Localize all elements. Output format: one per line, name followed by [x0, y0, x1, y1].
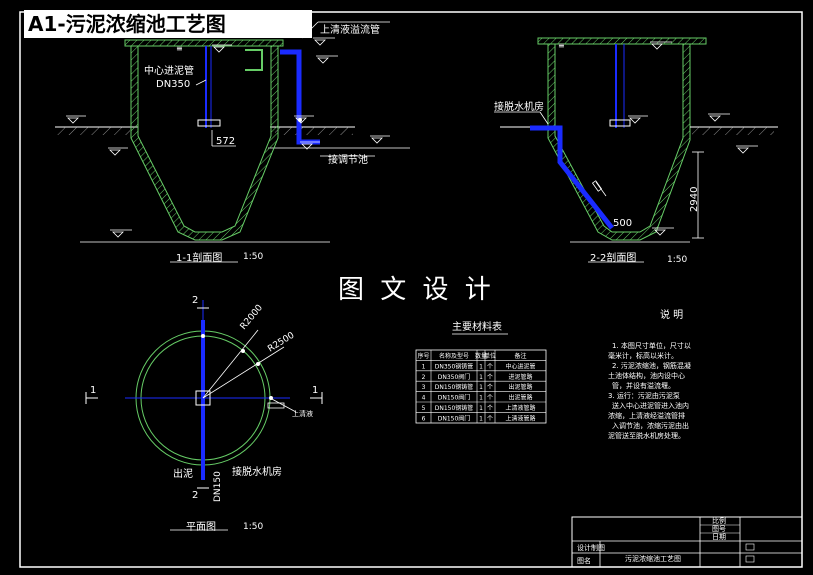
- label-center-pipe-size: DN350: [156, 79, 190, 90]
- table-cell: 中心进泥管: [505, 362, 535, 370]
- dim-572: 572: [216, 136, 235, 147]
- table-cell: DN150阀门: [438, 414, 471, 422]
- table-cell: DN350钢铸管: [435, 362, 474, 370]
- notes-line: 泥管送至脱水机房处理。: [608, 431, 685, 440]
- title-block-cell-1: 比例: [712, 516, 726, 525]
- table-cell: 1: [479, 363, 483, 370]
- notes-line: 浓缩，上清液经溢流管排: [608, 411, 685, 420]
- svg-text:≡: ≡: [176, 44, 183, 53]
- caption-1-1: 1-1剖面图: [176, 251, 222, 264]
- table-cell: DN150阀门: [438, 394, 471, 402]
- notes-line: 入调节池，浓缩污泥由出: [612, 421, 689, 430]
- notes-line: 管，并设有溢流堰。: [612, 381, 675, 390]
- title-block-drawing-label: 图名: [577, 556, 591, 565]
- top-slab-2: [537, 37, 707, 45]
- label-sludge-out: 出泥: [173, 467, 193, 480]
- dim-500: 500: [613, 218, 632, 229]
- label-r2500: R2500: [266, 330, 296, 354]
- title-block-drawing-name: 污泥浓缩池工艺图: [625, 554, 681, 563]
- table-cell: 上清液管路: [505, 404, 535, 412]
- label-regulating-tank: 接调节池: [328, 153, 368, 166]
- label-sludge-out-size: DN150: [213, 471, 223, 502]
- section-2-2: ≡ 接脱水机房 2940 500 2-2剖面图 1:50: [494, 37, 778, 265]
- section-1-1: ≡ 上清液溢流管 中心进泥管 DN350 572 接调节池 1-1剖面图 1:5…: [55, 21, 410, 264]
- title-block-cell-2: 图号: [712, 525, 726, 533]
- table-header-cell: 数量: [475, 352, 487, 360]
- watermark-text: 图 文 设 计: [338, 275, 495, 305]
- notes-line: 毫米计，标高以米计。: [608, 351, 678, 360]
- table-cell: 1: [479, 395, 483, 402]
- dim-2940: 2940: [689, 187, 700, 212]
- table-header-cell: 单位: [484, 352, 496, 360]
- notes-line: 2. 污泥浓缩池，钢筋混凝: [612, 361, 691, 370]
- table-cell: 出泥管路: [508, 383, 532, 391]
- table-cell: 出泥管路: [508, 394, 532, 402]
- tank-wall-2: [547, 43, 691, 241]
- table-cell: 进泥管路: [508, 373, 532, 381]
- sludge-outlet-pipe: [530, 125, 614, 230]
- caption-plan: 平面图: [186, 521, 216, 533]
- tank-wall: [130, 45, 279, 241]
- top-slab: [124, 39, 284, 47]
- scale-plan: 1:50: [243, 522, 263, 532]
- table-header-cell: 序号: [417, 352, 429, 360]
- table-cell: DN150钢铸管: [435, 404, 474, 412]
- title-block: 设计制图 图名 污泥浓缩池工艺图 比例 图号 日期: [571, 516, 803, 568]
- notes-line: 送入中心进泥管进入池内: [612, 401, 689, 410]
- label-overflow-pipe: 上清液溢流管: [320, 23, 380, 36]
- drawing-title: A1-污泥浓缩池工艺图: [24, 10, 312, 38]
- notes-line: 1. 本图尺寸单位，尺寸以: [612, 341, 691, 350]
- table-cell: 上清液管路: [505, 414, 535, 422]
- table-cell: DN150钢铸管: [435, 383, 474, 391]
- table-cell: 个: [487, 395, 493, 402]
- table-cell: 1: [479, 405, 483, 412]
- table-cell: DN350阀门: [438, 373, 471, 381]
- materials-table-title: 主要材料表: [452, 320, 502, 333]
- title-block-design: 设计制图: [577, 543, 605, 552]
- table-cell: 个: [487, 374, 493, 381]
- notes-line: 土池体结构，池内设中心: [608, 371, 685, 380]
- table-cell: 5: [422, 405, 426, 412]
- label-overflow: 上清液: [292, 409, 313, 418]
- label-dewatering-room-2: 接脱水机房: [494, 100, 544, 113]
- label-r2000: R2000: [239, 303, 266, 332]
- scale-2-2: 1:50: [667, 255, 687, 265]
- label-center-pipe: 中心进泥管: [144, 64, 194, 77]
- table-header-cell: 备注: [514, 352, 526, 360]
- title-block-cell-3: 日期: [712, 533, 726, 541]
- cut-mark-2-top: 2: [192, 295, 198, 306]
- table-cell: 个: [487, 415, 493, 422]
- label-dewatering-room-plan: 接脱水机房: [232, 465, 282, 478]
- cut-mark-1-right: 1: [312, 385, 318, 396]
- cut-mark-2-bottom: 2: [192, 490, 198, 501]
- notes-line: 3. 运行：污泥由污泥泵: [608, 391, 680, 400]
- table-header-cell: 名称及型号: [439, 352, 469, 360]
- cut-mark-1-left: 1: [90, 385, 96, 396]
- table-cell: 1: [422, 363, 426, 370]
- scale-1-1: 1:50: [243, 252, 263, 262]
- table-cell: 个: [487, 405, 493, 412]
- table-cell: 1: [479, 374, 483, 381]
- table-cell: 4: [422, 395, 426, 402]
- table-cell: 个: [487, 363, 493, 370]
- caption-2-2: 2-2剖面图: [590, 251, 636, 264]
- notes-title: 说 明: [660, 308, 683, 321]
- table-cell: 个: [487, 384, 493, 391]
- table-cell: 2: [422, 374, 426, 381]
- table-cell: 3: [422, 384, 426, 391]
- table-cell: 6: [422, 415, 426, 422]
- drawing-frame: [19, 11, 803, 568]
- table-cell: 1: [479, 384, 483, 391]
- table-cell: 1: [479, 415, 483, 422]
- svg-text:≡: ≡: [558, 41, 565, 50]
- plan-view: R2000 R2500 1 1 2 2 上清液 出泥 DN150 接脱水机房 平…: [85, 295, 323, 533]
